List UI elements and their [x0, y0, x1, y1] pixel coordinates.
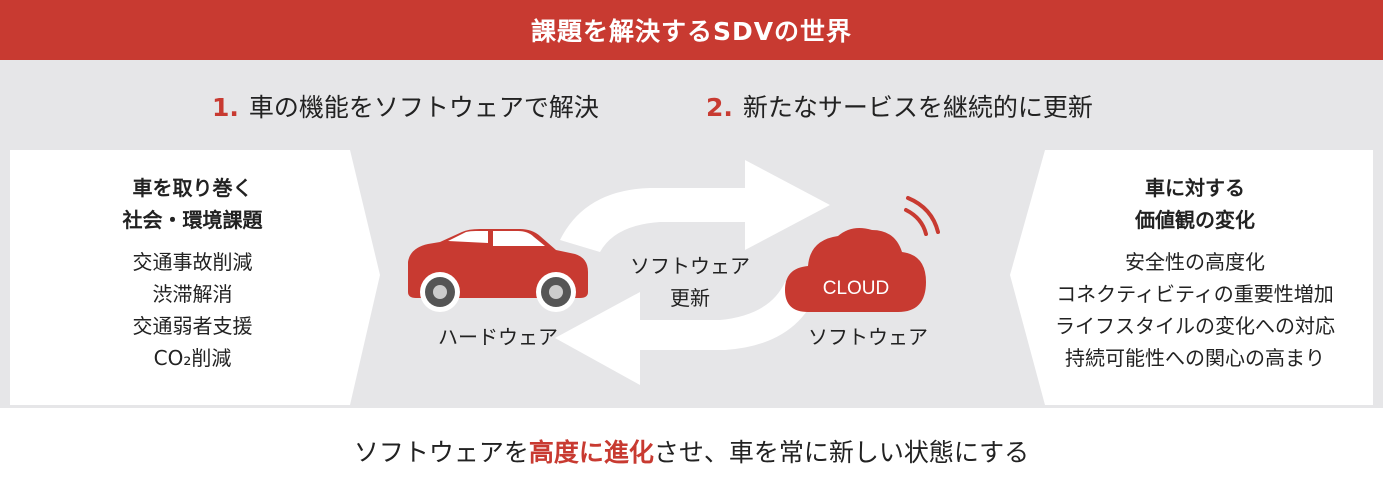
cycle-arrows [555, 160, 830, 385]
update-label-line1: ソフトウェア [630, 254, 750, 278]
principle-2: 2. 新たなサービスを継続的に更新 [706, 88, 1093, 124]
principle-1-number: 1. [212, 93, 239, 122]
principle-2-text: 新たなサービスを継続的に更新 [742, 93, 1093, 122]
software-label: ソフトウェア [808, 325, 928, 349]
right-panel-item: ライフスタイルの変化への対応 [1055, 314, 1335, 338]
cloud-text: CLOUD [823, 278, 890, 299]
hardware-label: ハードウェア [438, 325, 558, 349]
left-panel-item: 交通弱者支援 [132, 314, 253, 338]
left-panel-heading-line2: 社会・環境課題 [122, 208, 263, 232]
principle-1-text: 車の機能をソフトウェアで解決 [248, 93, 599, 122]
banner-title: 課題を解決するSDVの世界 [0, 0, 1383, 60]
wireless-signal-icon [904, 196, 940, 236]
right-panel-heading-line1: 車に対する [1145, 176, 1245, 200]
left-panel-heading-line1: 車を取り巻く [132, 176, 253, 200]
update-arrow-left [555, 282, 820, 385]
bottom-message-prefix: ソフトウェアを [353, 437, 529, 467]
update-label: ソフトウェア 更新 [610, 250, 770, 314]
right-panel-shape [1010, 150, 1373, 405]
cloud-icon: CLOUD [785, 228, 926, 312]
update-label-line2: 更新 [670, 286, 710, 310]
principles-row: 1. 車の機能をソフトウェアで解決 2. 新たなサービスを継続的に更新 [0, 88, 1383, 128]
update-arrow-right [560, 160, 830, 252]
right-panel-item: 持続可能性への関心の高まり [1065, 346, 1325, 370]
left-panel-shape [10, 150, 380, 405]
bottom-message-highlight: 高度に進化 [528, 437, 654, 467]
right-panel: 車に対する 価値観の変化 安全性の高度化 コネクティビティの重要性増加 ライフス… [1035, 172, 1355, 374]
right-panel-item: 安全性の高度化 [1125, 250, 1265, 274]
left-panel-item: 交通事故削減 [132, 250, 253, 274]
bottom-message-suffix: させ、車を常に新しい状態にする [653, 437, 1030, 467]
left-panel: 車を取り巻く 社会・環境課題 交通事故削減 渋滞解消 交通弱者支援 CO₂削減 [60, 172, 325, 374]
principle-2-number: 2. [706, 93, 733, 122]
left-panel-item: CO₂削減 [153, 346, 232, 370]
bottom-message: ソフトウェアを高度に進化させ、車を常に新しい状態にする [0, 408, 1383, 493]
right-panel-item: コネクティビティの重要性増加 [1056, 282, 1334, 306]
principle-1: 1. 車の機能をソフトウェアで解決 [212, 88, 599, 124]
left-panel-item: 渋滞解消 [152, 282, 233, 306]
right-panel-heading-line2: 価値観の変化 [1135, 208, 1255, 232]
car-icon [408, 229, 588, 312]
